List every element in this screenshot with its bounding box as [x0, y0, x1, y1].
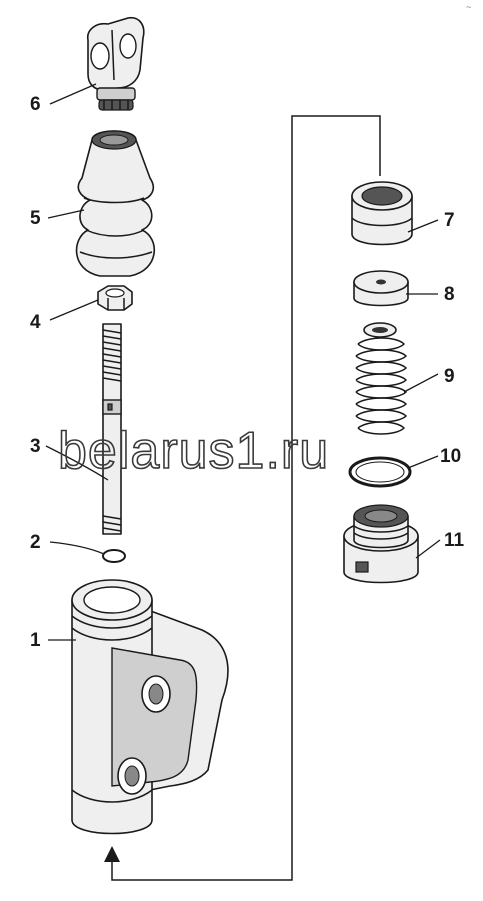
part-10-seal-ring	[348, 456, 412, 488]
label-part-10: 10	[440, 446, 461, 467]
callout-labels: 6 5 4 3 2 1 7 8 9 10 11	[30, 94, 465, 651]
part-9-spring	[355, 322, 408, 435]
part-3-rod	[102, 323, 122, 535]
assembly-flow-arrow	[104, 115, 381, 881]
label-part-11: 11	[444, 530, 465, 551]
leader-lines	[45, 83, 441, 641]
part-7-cap	[351, 181, 413, 246]
label-part-9: 9	[444, 366, 455, 387]
label-part-2: 2	[30, 532, 41, 553]
label-part-7: 7	[444, 210, 455, 231]
label-part-8: 8	[444, 284, 455, 305]
label-part-5: 5	[30, 208, 41, 229]
part-1-body	[71, 579, 229, 835]
corner-mark: ~	[466, 2, 471, 12]
label-part-3: 3	[30, 436, 41, 457]
part-5-boot	[75, 130, 155, 277]
part-2-ring	[102, 549, 126, 563]
label-part-6: 6	[30, 94, 41, 115]
part-11-plug	[343, 504, 419, 584]
part-4-nut	[97, 285, 133, 311]
watermark-text: belarus1.ru	[58, 422, 329, 480]
part-6-clevis	[86, 16, 145, 111]
label-part-4: 4	[30, 312, 41, 333]
part-8-washer	[353, 270, 409, 307]
label-part-1: 1	[30, 630, 41, 651]
